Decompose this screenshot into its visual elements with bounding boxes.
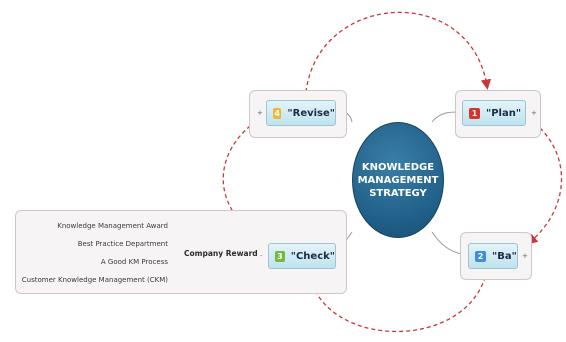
revise-collapse-toggle[interactable]: + xyxy=(257,109,263,117)
node-plan-label: "Plan" xyxy=(486,107,522,119)
central-topic-line-1: KNOWLEDGE xyxy=(361,161,435,173)
node-revise[interactable]: 4 "Revise" xyxy=(266,100,336,126)
node-check-label: "Check" xyxy=(290,250,335,262)
check-collapse-toggle[interactable]: - xyxy=(260,252,263,260)
leaf-km-award[interactable]: Knowledge Management Award xyxy=(57,222,168,230)
central-topic[interactable]: KNOWLEDGE MANAGEMENT STRATEGY xyxy=(352,122,444,238)
priority-4-icon: 4 xyxy=(273,107,282,119)
cycle-arrow-revise-to-plan xyxy=(305,11,492,93)
priority-3-icon: 3 xyxy=(275,250,285,262)
central-topic-line-2: MANAGEMENT xyxy=(357,174,439,186)
company-reward-label[interactable]: Company Reward xyxy=(184,249,258,258)
plan-collapse-toggle[interactable]: + xyxy=(531,109,537,117)
leaf-ckm[interactable]: Customer Knowledge Management (CKM) xyxy=(21,276,168,284)
leaf-km-process[interactable]: A Good KM Process xyxy=(100,258,168,266)
node-ba[interactable]: 2 "Ba" xyxy=(468,243,518,269)
leaf-best-practice[interactable]: Best Practice Department xyxy=(77,240,168,248)
node-check[interactable]: 3 "Check" xyxy=(268,243,336,269)
cycle-arrow-ba-to-check xyxy=(306,269,488,333)
priority-1-icon: 1 xyxy=(469,107,480,119)
central-topic-line-3: STRATEGY xyxy=(369,187,427,199)
ba-collapse-toggle[interactable]: + xyxy=(522,252,528,260)
node-plan[interactable]: 1 "Plan" xyxy=(462,100,526,126)
cycle-arrow-plan-to-ba xyxy=(527,127,563,245)
connector-ba xyxy=(431,231,463,255)
priority-2-icon: 2 xyxy=(475,250,486,262)
node-ba-label: "Ba" xyxy=(492,250,517,262)
node-revise-label: "Revise" xyxy=(287,107,335,119)
